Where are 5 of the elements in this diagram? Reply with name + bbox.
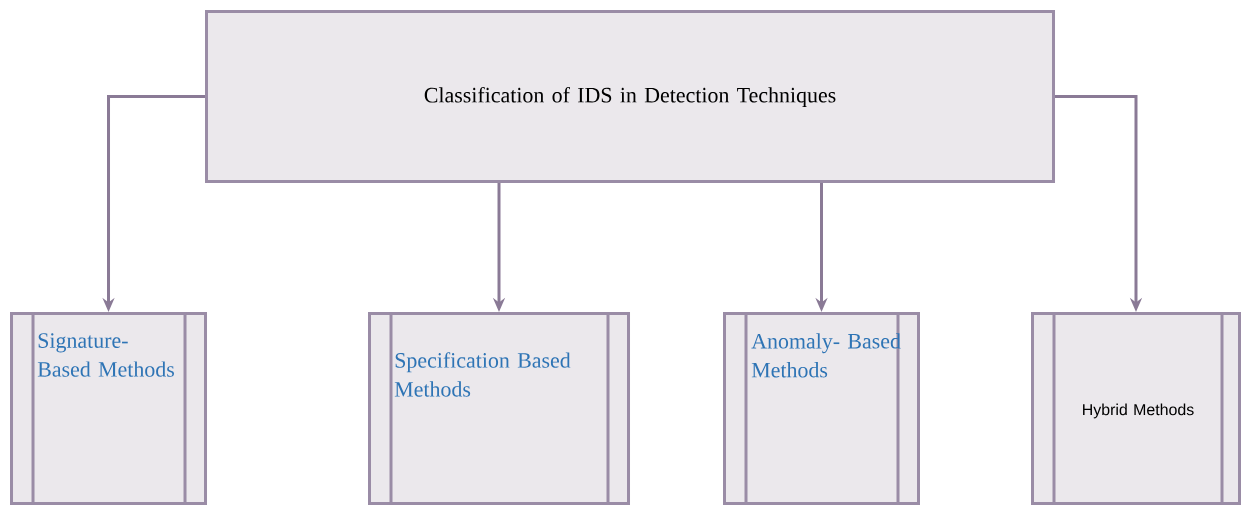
process-box: Classification of IDS in Detection Techniques bbox=[205, 10, 1055, 183]
process-box: Hybrid Methods bbox=[1031, 312, 1241, 505]
process-box: Signature- Based Methods bbox=[10, 312, 207, 505]
process-box: Anomaly- Based Methods bbox=[723, 312, 920, 505]
process-box: Specification Based Methods bbox=[368, 312, 630, 505]
